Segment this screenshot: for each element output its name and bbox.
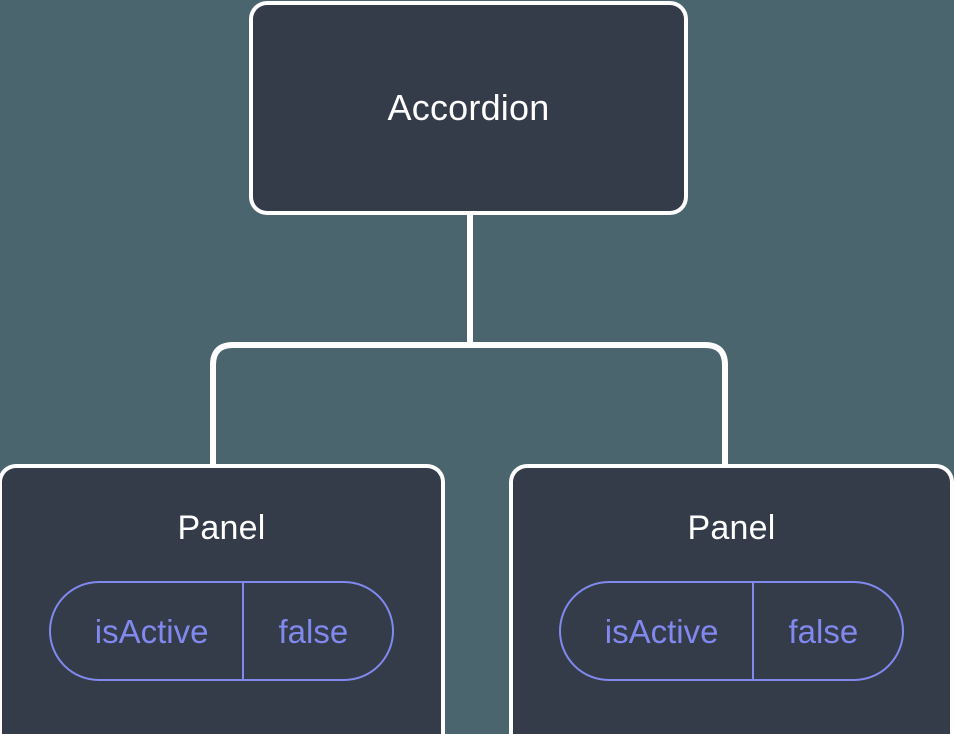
node-accordion-title: Accordion bbox=[387, 87, 550, 128]
node-panel-2-title: Panel bbox=[687, 509, 776, 547]
node-panel-1-title: Panel bbox=[177, 509, 266, 547]
node-panel-1[interactable]: Panel isActive false bbox=[2, 468, 441, 734]
node-panel-1-prop-pill[interactable]: isActive false bbox=[48, 581, 395, 681]
node-panel-1-prop-value: false bbox=[242, 583, 392, 679]
node-accordion[interactable]: Accordion bbox=[253, 5, 684, 211]
node-panel-2-prop-key: isActive bbox=[604, 612, 719, 650]
edge-root-to-panel-left bbox=[210, 342, 470, 468]
node-panel-2[interactable]: Panel isActive false bbox=[513, 468, 950, 734]
node-panel-2-prop-value: false bbox=[752, 583, 902, 679]
edge-root-to-panel-right bbox=[470, 342, 728, 468]
node-panel-2-prop-pill[interactable]: isActive false bbox=[558, 581, 905, 681]
node-panel-1-prop-key: isActive bbox=[94, 612, 209, 650]
